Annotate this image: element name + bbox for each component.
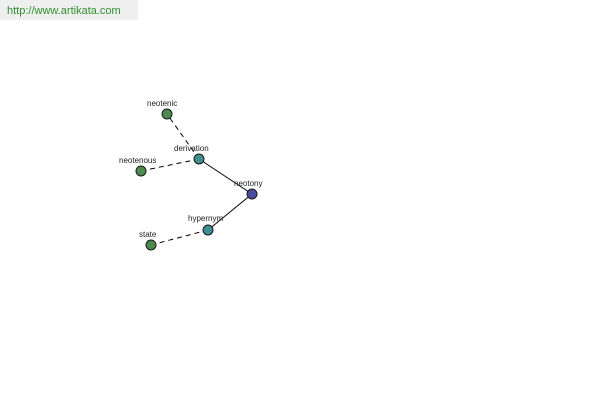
node-label-derivation[interactable]: derivation — [174, 144, 209, 153]
node-label-hypernym[interactable]: hypernym — [188, 214, 223, 223]
edge-hypernym-state — [150, 229, 209, 246]
node-derivation[interactable] — [193, 153, 205, 165]
edge-derivation-neotenous — [140, 158, 200, 172]
edge-neotony-derivation — [198, 158, 253, 195]
node-label-neotony[interactable]: neotony — [234, 179, 262, 188]
edge-derivation-neotenic — [166, 113, 200, 160]
node-neotony[interactable] — [246, 188, 258, 200]
site-url-link[interactable]: http://www.artikata.com — [7, 5, 121, 17]
graph-edges — [140, 113, 253, 246]
node-neotenous[interactable] — [135, 165, 147, 177]
node-state[interactable] — [145, 239, 157, 251]
graph-nodes: neotony derivation hypernym neotenic neoteno… — [119, 99, 262, 251]
node-label-state[interactable]: state — [139, 230, 157, 239]
node-neotenic[interactable] — [161, 108, 173, 120]
node-label-neotenic[interactable]: neotenic — [147, 99, 177, 108]
edge-neotony-hypernym — [207, 193, 253, 231]
url-banner: http://www.artikata.com — [0, 0, 138, 20]
node-label-neotenous[interactable]: neotenous — [119, 156, 156, 165]
node-hypernym[interactable] — [202, 224, 214, 236]
